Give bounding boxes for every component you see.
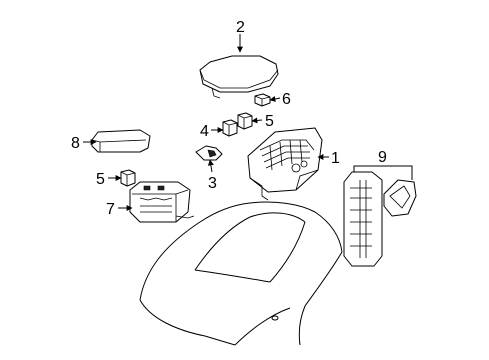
callout-5-upper: 5 <box>265 113 274 130</box>
leader-5-upper <box>251 117 263 124</box>
callout-8: 8 <box>71 135 80 152</box>
bracket-9 <box>353 165 413 180</box>
callout-2: 2 <box>236 19 245 36</box>
relay-5-lower <box>120 169 136 187</box>
fuse-box-cover <box>199 55 279 99</box>
cover-8 <box>91 129 151 153</box>
fuse-box-main <box>247 127 323 201</box>
relay-4 <box>222 119 238 137</box>
fuse-block-9 <box>343 171 417 267</box>
leader-3 <box>207 159 214 173</box>
relay-block-7 <box>129 181 195 223</box>
callout-4: 4 <box>200 123 209 140</box>
leader-6 <box>269 95 281 102</box>
leaders <box>83 34 413 211</box>
relay-5-upper <box>237 112 253 130</box>
callout-3: 3 <box>208 175 217 192</box>
relay-6 <box>254 93 271 107</box>
connector-3 <box>195 145 223 161</box>
callout-9: 9 <box>378 149 387 166</box>
callout-labels: 2 6 5 4 3 1 8 5 7 9 <box>71 19 387 218</box>
callout-7: 7 <box>106 201 115 218</box>
callout-1: 1 <box>331 150 340 167</box>
callout-6: 6 <box>282 91 291 108</box>
vehicle-outline <box>139 201 343 346</box>
callout-5-lower: 5 <box>96 171 105 188</box>
